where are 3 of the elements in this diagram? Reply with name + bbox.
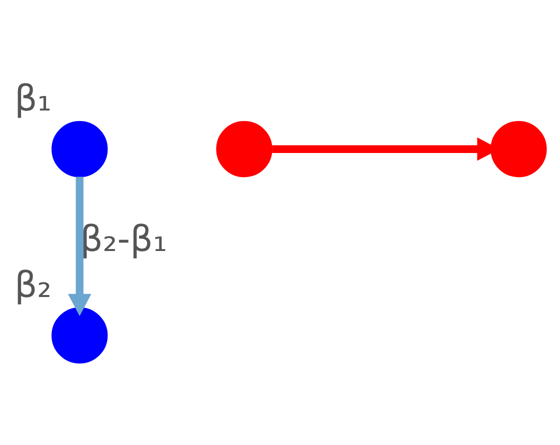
node-label: β₁ [14, 78, 52, 120]
edge-label: β₂-β₁ [80, 219, 168, 260]
node-label: β₂ [14, 265, 52, 306]
